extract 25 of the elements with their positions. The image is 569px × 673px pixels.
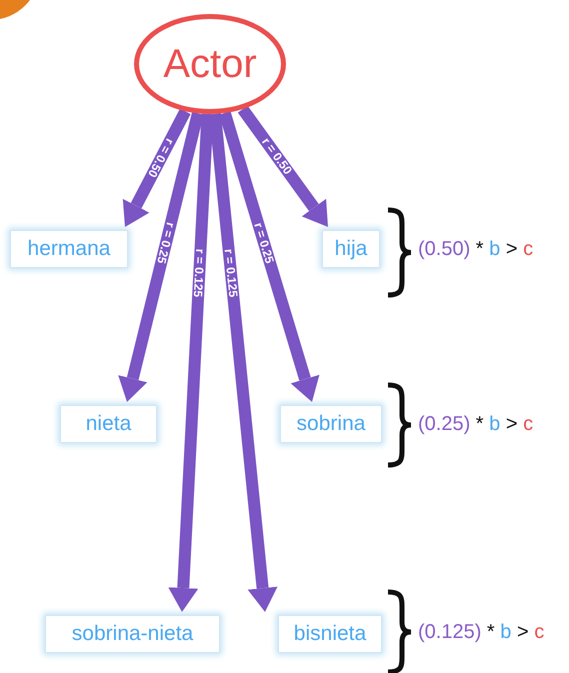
arrow: [168, 114, 214, 612]
edge-label: r = 0.125: [192, 248, 207, 298]
node-label: sobrina: [296, 412, 366, 436]
node-label: nieta: [86, 412, 132, 436]
edge-label: r = 0.25: [155, 222, 177, 265]
node-label: Actor: [163, 42, 257, 86]
node-label: hija: [334, 237, 368, 261]
relative-box: [280, 405, 382, 443]
arrow: [118, 112, 204, 402]
arrow: [209, 113, 278, 612]
node-label: sobrina-nieta: [72, 622, 194, 646]
relative-box: [45, 615, 220, 653]
relative-box: [322, 230, 380, 268]
formula: (0.50) * b > c: [418, 238, 534, 261]
relative-box: [60, 405, 157, 443]
edge-label: r = 0.50: [146, 136, 176, 179]
node-label: hermana: [28, 237, 110, 261]
formula: (0.25) * b > c: [418, 413, 534, 436]
relative-box: [278, 615, 382, 653]
edge-label: r = 0.25: [252, 221, 276, 265]
relative-box: [10, 230, 128, 268]
formula: (0.125) * b > c: [418, 621, 544, 644]
arrow: [219, 111, 320, 402]
node-label: bisnieta: [294, 622, 366, 646]
edge-label: r = 0.125: [222, 248, 240, 298]
